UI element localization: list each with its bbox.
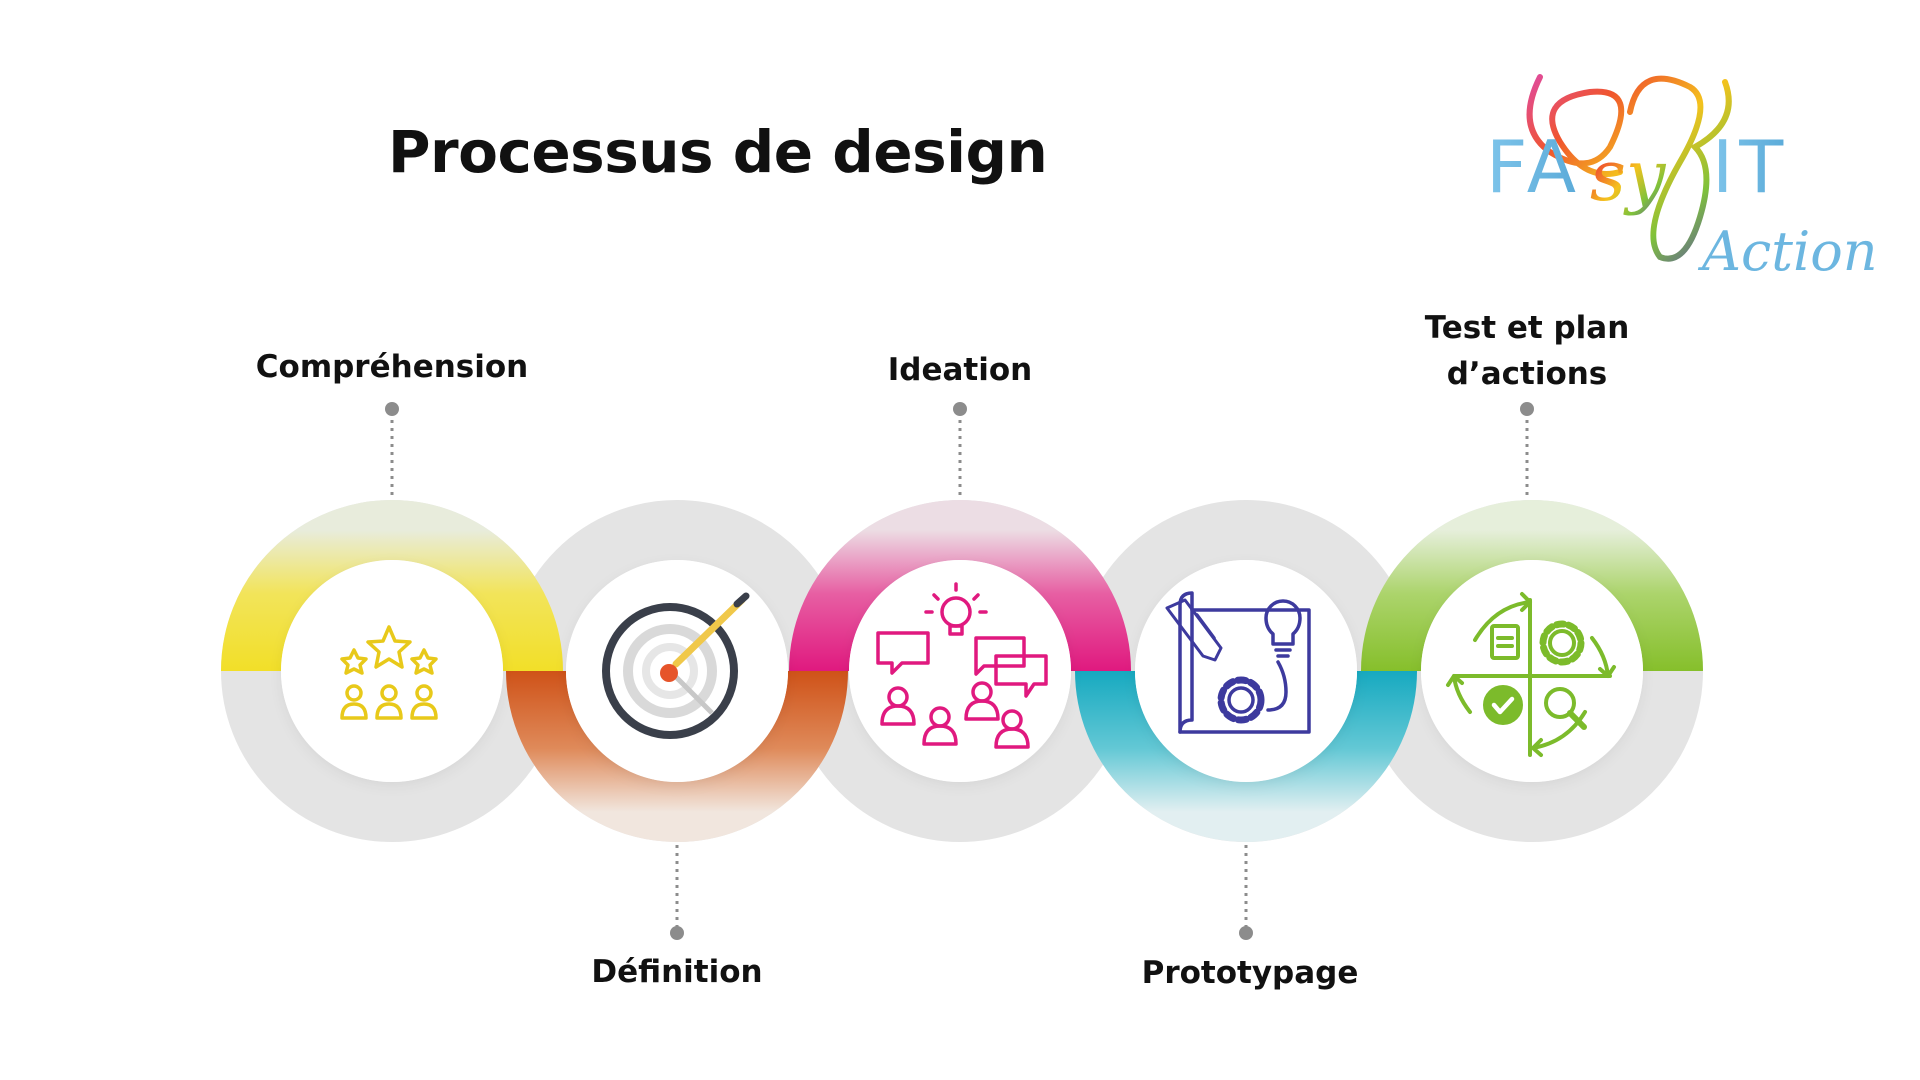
step-label-definition: Définition — [591, 954, 763, 990]
disc-3 — [849, 560, 1071, 782]
connector-dot-2 — [670, 926, 684, 940]
step-label-comprehension: Compréhension — [255, 349, 529, 385]
target-pencil-icon — [602, 592, 750, 739]
colored-arcs — [221, 500, 1703, 842]
idea-discussion-icon — [876, 582, 1048, 749]
logo-text-sy: sy — [1590, 135, 1667, 217]
blueprint-gear-icon — [1165, 591, 1311, 734]
arc-prototypage — [1075, 670, 1417, 842]
arc-comprehension — [221, 500, 563, 672]
logo-text-action: Action — [1697, 220, 1878, 283]
connectors — [385, 402, 1534, 940]
step-label-test: Test et plan d’actions — [1424, 310, 1630, 392]
disc-1 — [281, 560, 503, 782]
connector-dot-1 — [385, 402, 399, 416]
step-label-ideation: Ideation — [887, 352, 1033, 388]
connector-dot-3 — [953, 402, 967, 416]
logo-text-fa: FA — [1486, 125, 1582, 209]
connector-dot-4 — [1239, 926, 1253, 940]
fasyit-action-logo: FA sy IT Action — [1486, 74, 1878, 283]
arc-ideation — [789, 500, 1131, 672]
cycle-quadrant-icon — [1446, 592, 1616, 757]
step-label-prototypage: Prototypage — [1141, 955, 1359, 991]
stars-people-icon — [340, 625, 438, 720]
connector-dot-5 — [1520, 402, 1534, 416]
arc-test — [1361, 500, 1703, 672]
disc-4 — [1135, 560, 1357, 782]
page-title: Processus de design — [388, 118, 1048, 186]
arc-definition — [506, 670, 848, 842]
logo-text-it: IT — [1712, 125, 1789, 209]
logo-swirl — [1526, 74, 1732, 262]
